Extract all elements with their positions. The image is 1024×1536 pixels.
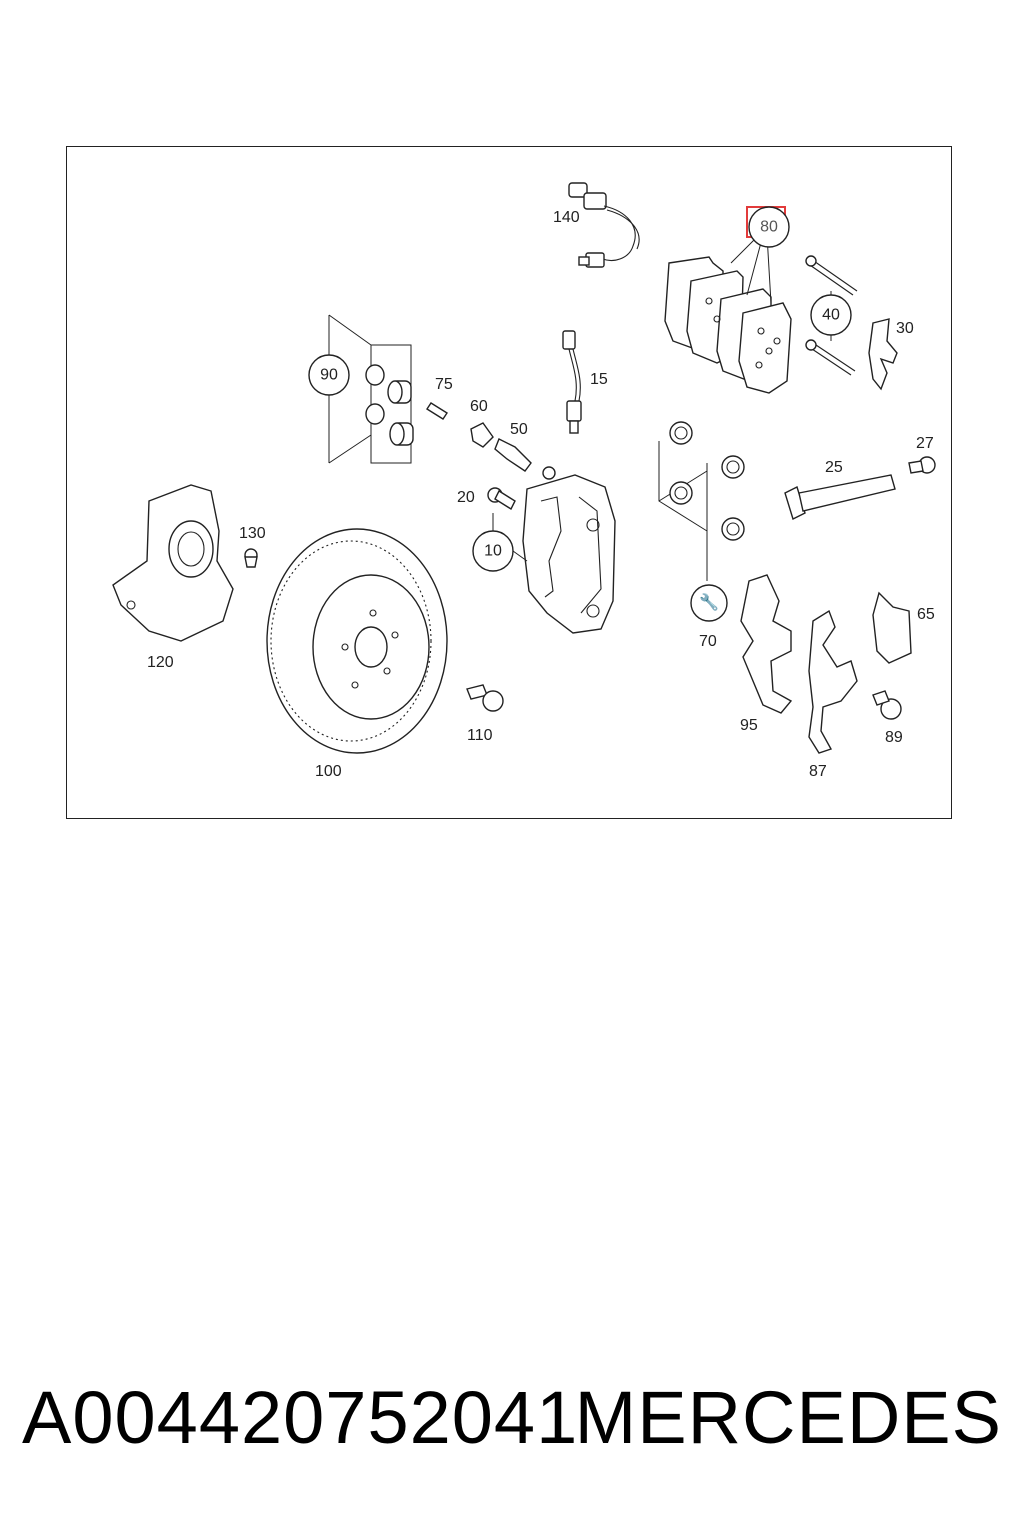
callout-65[interactable]: 65 (917, 606, 935, 623)
callout-110[interactable]: 110 (467, 727, 493, 744)
callout-90[interactable]: 90 (320, 367, 338, 384)
callout-60[interactable]: 60 (470, 398, 488, 415)
callout-130[interactable]: 130 (239, 525, 266, 542)
bleed-screw-50[interactable] (494, 438, 532, 472)
callout-50[interactable]: 50 (510, 421, 528, 438)
dust-shield-120[interactable] (112, 484, 234, 642)
cap-60[interactable] (470, 422, 494, 448)
parts-diagram-frame: 140 80 40 30 15 (66, 146, 952, 819)
spring-clip-30[interactable] (868, 318, 898, 391)
brand-name: MERCEDES (574, 1376, 1002, 1459)
screw-27[interactable] (908, 456, 936, 474)
callout-25[interactable]: 25 (825, 459, 843, 476)
guide-pins-40[interactable] (805, 255, 858, 376)
brake-pads-80[interactable] (664, 256, 792, 394)
callout-87[interactable]: 87 (809, 763, 827, 780)
brake-disc-100[interactable] (266, 528, 448, 754)
bolt-20[interactable] (487, 487, 516, 511)
screw-130[interactable] (244, 548, 258, 568)
pad-plate-65[interactable] (872, 591, 912, 664)
part-info-footer: A004420752041 MERCEDES (0, 1375, 1024, 1475)
callout-140[interactable]: 140 (553, 209, 580, 226)
brake-exploded-diagram: 140 80 40 30 15 (112, 182, 936, 780)
screw-89[interactable] (872, 690, 902, 720)
callout-10[interactable]: 10 (484, 543, 502, 560)
wear-sensor-140[interactable] (568, 182, 640, 268)
callout-27[interactable]: 27 (916, 435, 934, 452)
brake-hose-15[interactable] (562, 330, 582, 434)
callout-70[interactable]: 70 (699, 633, 717, 650)
part-number: A004420752041 (22, 1376, 579, 1459)
heat-shield-87[interactable] (808, 609, 858, 754)
brake-caliper-10[interactable] (522, 466, 616, 634)
wrench-icon: 🔧 (699, 593, 719, 612)
callout-15[interactable]: 15 (590, 371, 608, 388)
screw-110[interactable] (466, 684, 504, 712)
callout-89[interactable]: 89 (885, 729, 903, 746)
bolt-25[interactable] (784, 474, 896, 520)
bolt-75[interactable] (426, 402, 448, 420)
callout-95[interactable]: 95 (740, 717, 758, 734)
callout-80[interactable]: 80 (760, 219, 778, 236)
callout-20[interactable]: 20 (457, 489, 475, 506)
callout-40[interactable]: 40 (822, 307, 840, 324)
bracket-95[interactable] (740, 574, 793, 714)
callout-120[interactable]: 120 (147, 654, 174, 671)
callout-100[interactable]: 100 (315, 763, 342, 780)
callout-75[interactable]: 75 (435, 376, 453, 393)
callout-30[interactable]: 30 (896, 320, 914, 337)
piston-seals-70-group[interactable] (658, 421, 745, 581)
